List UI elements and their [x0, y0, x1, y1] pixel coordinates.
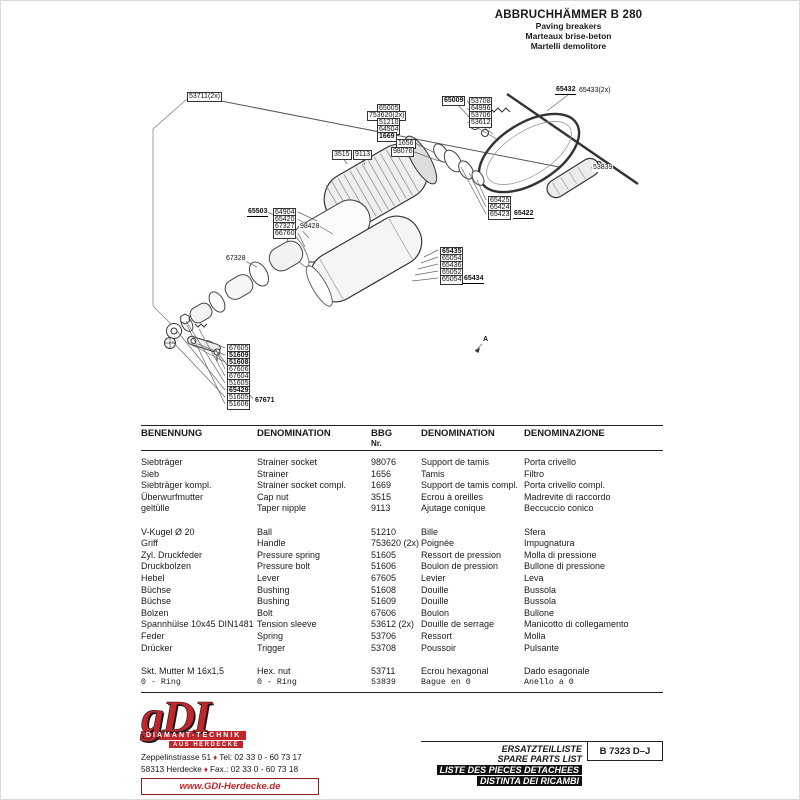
col-header-denomination-en: DENOMINATION — [257, 429, 331, 439]
handle-grip — [546, 157, 600, 199]
arrow-head — [475, 347, 480, 353]
washer-stack — [433, 143, 485, 186]
document-type-block: ERSATZTEILLISTE SPARE PARTS LIST LISTE D… — [421, 741, 663, 786]
col-header-denomination-fr: DENOMINATION — [421, 429, 495, 439]
address-line-2: 58313 Herdecke♦Fax.: 02 33 0 - 60 73 18 — [141, 763, 299, 774]
website-box: www.GDI-Herdecke.de — [141, 778, 319, 795]
subtitle-it: Martelli demolitore — [530, 41, 607, 51]
col-header-benennung: BENENNUNG — [141, 429, 203, 439]
subtitle-en: Paving breakers — [535, 21, 602, 31]
list-title-en: SPARE PARTS LIST — [497, 754, 582, 764]
table-row-spacer — [141, 654, 663, 666]
bushing-chain — [180, 240, 304, 332]
list-title-it: DISTINTA DEI RICAMBI — [477, 776, 582, 786]
strainer-lever-cluster — [164, 313, 221, 361]
page-title: ABBRUCHHÄMMER B 280 — [494, 9, 643, 21]
col-header-bbg: BBG Nr. — [371, 429, 393, 448]
diamond-icon: ♦ — [203, 764, 208, 774]
header-title-block: ABBRUCHHÄMMER B 280 Paving breakers Mart… — [461, 9, 676, 51]
logo-ribbon-1: DIAMANT-TECHNIK — [141, 731, 247, 740]
document-type-lines: ERSATZTEILLISTE SPARE PARTS LIST LISTE D… — [421, 742, 587, 786]
table-row: Siebträger kompl.Strainer socket compl.1… — [141, 480, 606, 491]
subtitle-fr: Marteaux brise-beton — [525, 31, 612, 41]
company-block: gDI DIAMANT-TECHNIK AUS HERDECKE Zeppeli… — [141, 691, 321, 795]
list-title-fr: LISTE DES PIECES DETACHEES — [436, 765, 582, 775]
main-tube — [305, 215, 423, 307]
handle — [477, 112, 600, 199]
diamond-icon: ♦ — [213, 753, 218, 762]
rod-65433 — [506, 93, 639, 185]
document-number: B 7323 D–J — [587, 742, 663, 761]
exploded-view-drawing — [152, 93, 639, 405]
table-row-spacer — [141, 515, 663, 527]
logo-ribbon-2: AUS HERDECKE — [169, 741, 244, 748]
list-title-de: ERSATZTEILLISTE — [501, 744, 582, 754]
table-header: BENENNUNG DENOMINATION BBG Nr. DENOMINAT… — [141, 425, 663, 451]
parts-table: BENENNUNG DENOMINATION BBG Nr. DENOMINAT… — [141, 425, 663, 693]
address-line-1: Zeppelinstrasse 51♦Tel: 02 33 0 - 60 73 … — [141, 752, 302, 762]
gdi-logo: gDI — [141, 691, 212, 742]
col-header-denominazione: DENOMINAZIONE — [524, 429, 605, 439]
